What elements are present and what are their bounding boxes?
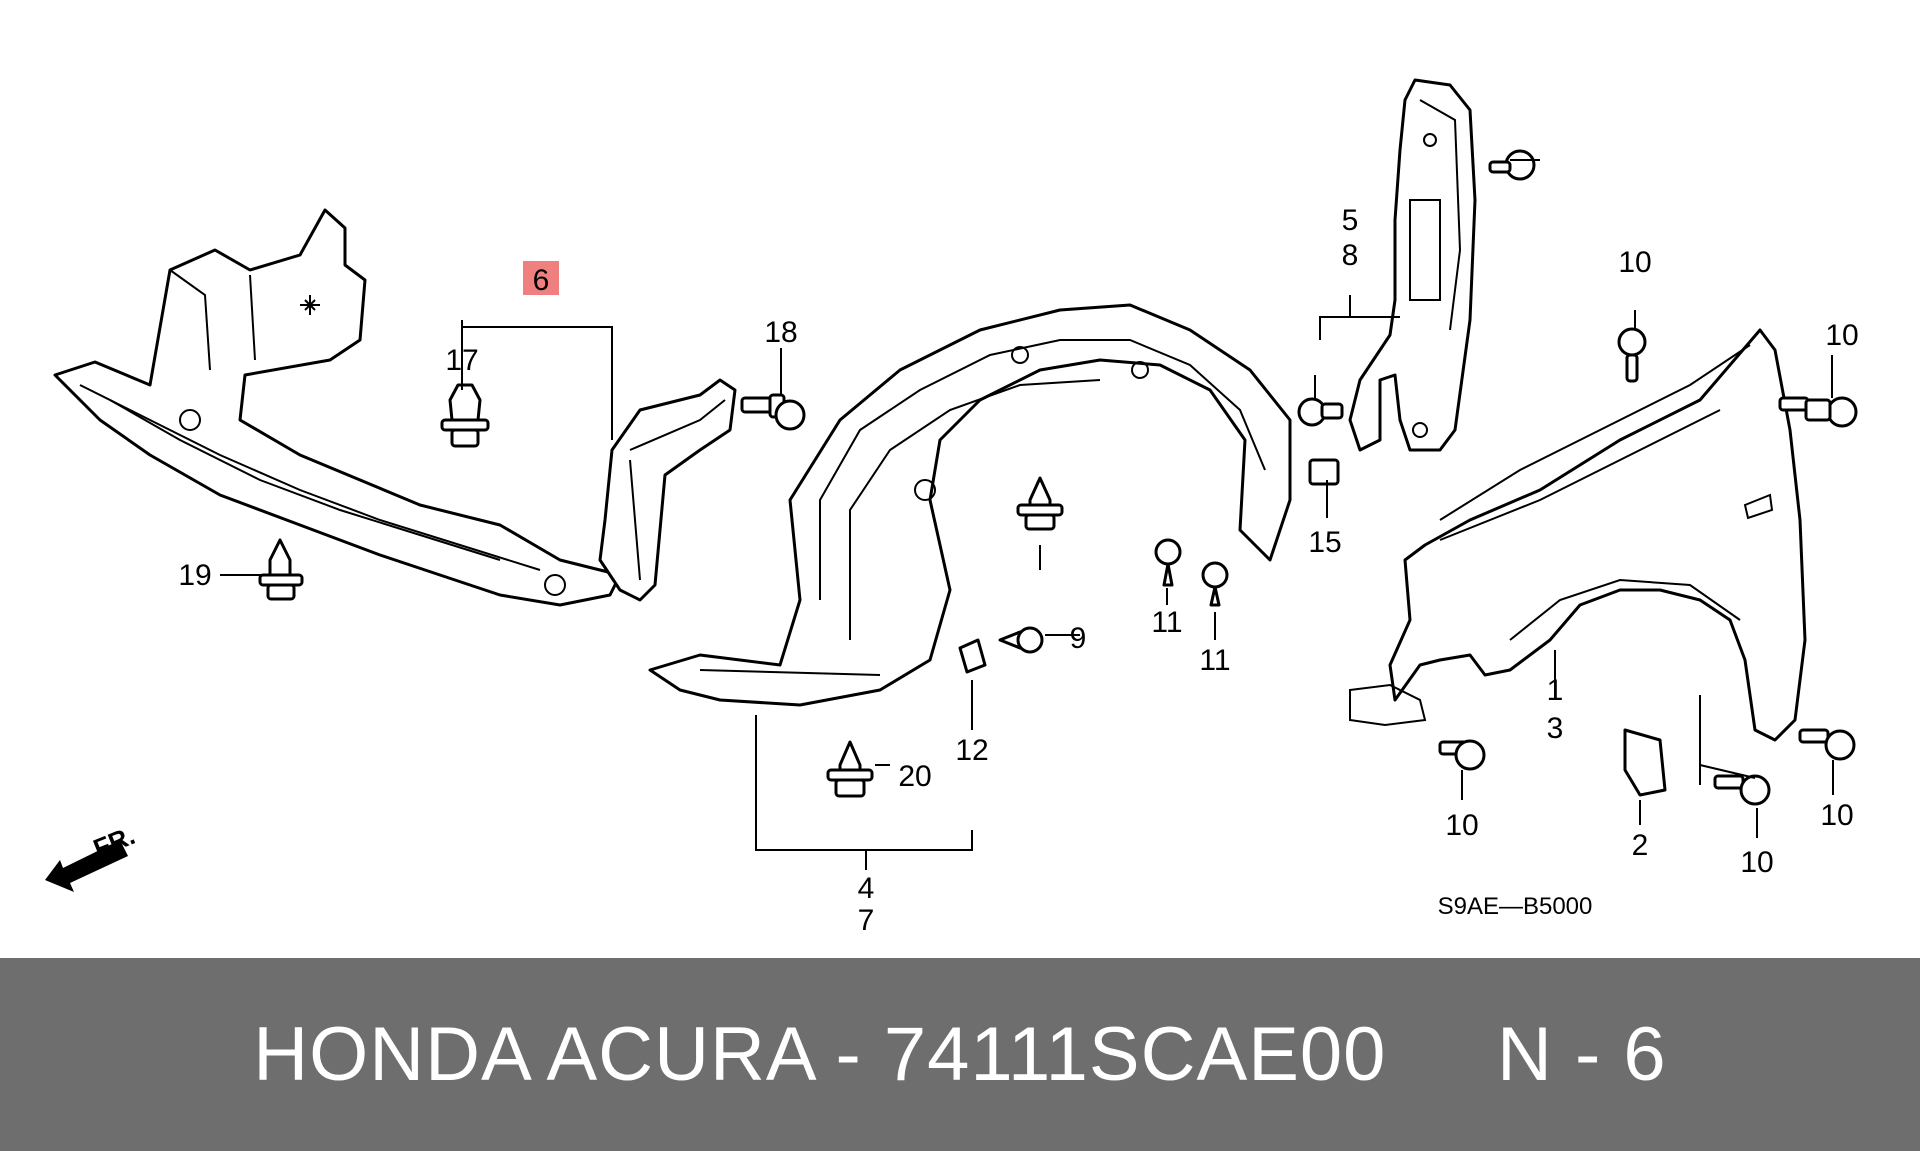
screw-11a[interactable] <box>1154 538 1182 587</box>
callout-10-bottom[interactable]: 10 <box>1445 809 1478 842</box>
callout-4[interactable]: 4 <box>858 872 875 905</box>
bolt-10-lower-right[interactable] <box>1798 728 1856 761</box>
callout-16[interactable]: 19 <box>178 559 211 592</box>
exploded-parts-diagram: 6 17 18 19 5 8 9 15 11 11 12 20 4 7 10 1… <box>45 78 1859 937</box>
clip-17[interactable] <box>826 740 874 798</box>
callout-10-bottom-center[interactable]: 10 <box>1740 846 1773 879</box>
splash-shield-part[interactable] <box>53 208 622 607</box>
leader-lines <box>220 159 1834 870</box>
screw-11b[interactable] <box>1201 561 1229 607</box>
part-number-caption: HONDA ACURA - 74111SCAE00 N - 6 <box>253 1012 1667 1097</box>
callout-10-right[interactable]: 10 <box>1825 319 1858 352</box>
callout-13[interactable]: 15 <box>1308 526 1341 559</box>
callout-12[interactable]: 12 <box>955 734 988 767</box>
bolt-10-right[interactable] <box>1778 396 1858 428</box>
callout-8[interactable]: 8 <box>1342 239 1359 272</box>
callout-6[interactable]: 6 <box>533 264 550 297</box>
callout-5[interactable]: 5 <box>1342 204 1359 237</box>
bolt-10-top[interactable] <box>1617 327 1647 383</box>
callout-11a[interactable]: 11 <box>1151 606 1182 639</box>
clip-12[interactable] <box>958 638 987 674</box>
callout-11b[interactable]: 11 <box>1199 644 1230 677</box>
callout-17[interactable]: 20 <box>898 760 931 793</box>
callout-2[interactable]: 2 <box>1632 829 1649 862</box>
callout-15[interactable]: 18 <box>764 316 797 349</box>
callout-10-lower-right[interactable]: 10 <box>1820 799 1853 832</box>
splash-shield-bracket[interactable] <box>598 378 737 602</box>
clip-18[interactable] <box>1016 476 1064 531</box>
bolt-10-bottom-center[interactable] <box>1713 774 1771 806</box>
fender-bracket-part[interactable] <box>1348 78 1477 452</box>
front-direction-arrow: FR. <box>45 820 139 892</box>
clip-16[interactable] <box>258 538 304 601</box>
highlight-callout-6 <box>523 261 559 295</box>
bolt-20[interactable] <box>1488 149 1536 181</box>
bolt-15[interactable] <box>740 393 806 431</box>
callout-10-top[interactable]: 10 <box>1618 246 1651 279</box>
nut-13[interactable] <box>1308 458 1340 486</box>
footer-bar: HONDA ACURA - 74111SCAE00 N - 6 <box>0 958 1920 1151</box>
front-fender-part[interactable] <box>1349 328 1807 742</box>
callout-14[interactable]: 17 <box>445 344 478 377</box>
callout-9[interactable]: 9 <box>1070 622 1087 655</box>
callout-7[interactable]: 7 <box>858 904 875 937</box>
callout-3[interactable]: 3 <box>1547 712 1564 745</box>
clip-14[interactable] <box>440 383 490 448</box>
inner-fender-liner-part[interactable] <box>648 303 1292 707</box>
bolt-19[interactable] <box>1297 397 1344 427</box>
screw-9[interactable] <box>998 626 1044 654</box>
bolt-10-bottom[interactable] <box>1438 739 1486 771</box>
callout-1[interactable]: 1 <box>1547 674 1564 707</box>
bracket-2[interactable] <box>1623 728 1667 797</box>
catalog-code: S9AE—B5000 <box>1438 893 1593 920</box>
